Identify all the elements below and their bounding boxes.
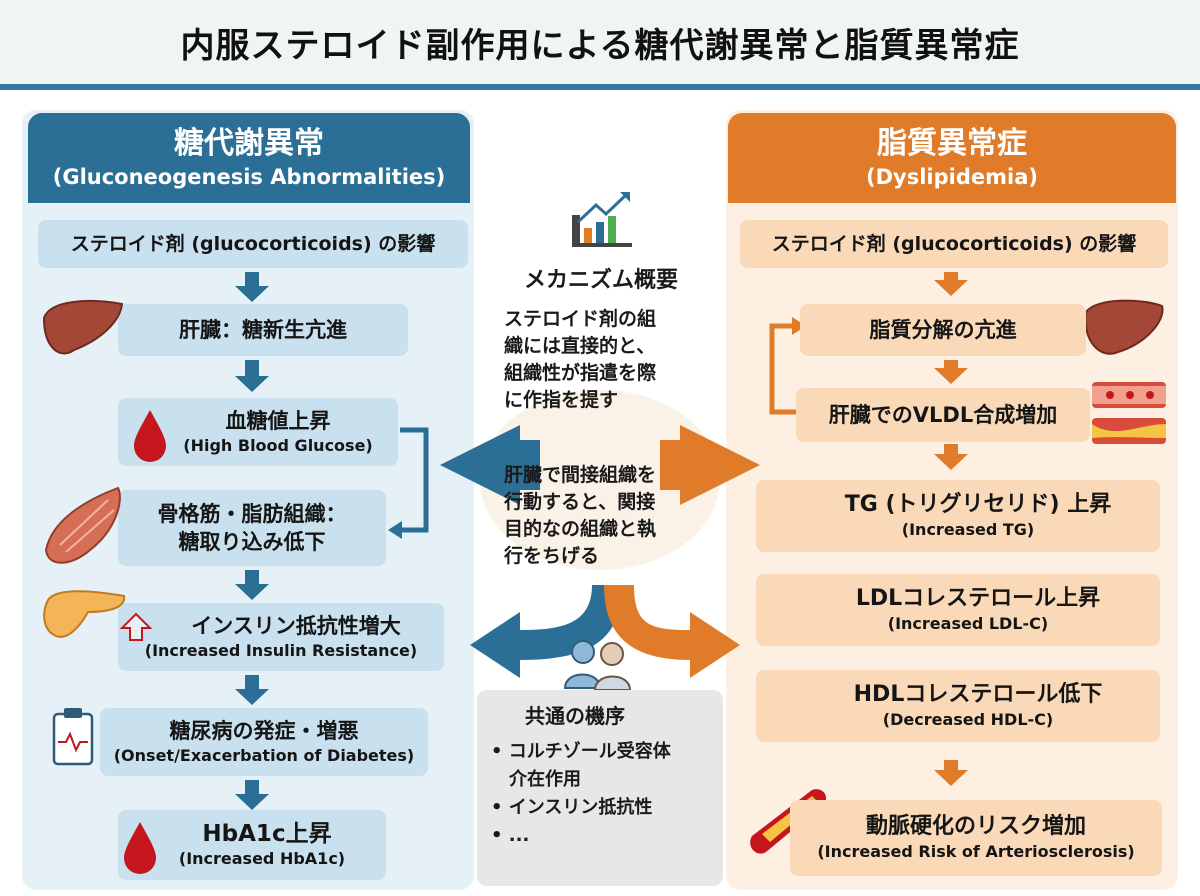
left-column-title: 糖代謝異常 (174, 126, 324, 161)
right-step-lipolysis: 脂質分解の亢進 (800, 304, 1086, 356)
down-arrow-icon (235, 780, 269, 810)
right-step-arteriosclerosis: 動脈硬化のリスク増加 (Increased Risk of Arterioscl… (790, 800, 1162, 876)
down-arrow-icon (235, 272, 269, 302)
right-step-steroid-label: ステロイド剤 (glucocorticoids) の影響 (771, 233, 1137, 255)
common-mechanism-title: 共通の機序 (525, 704, 625, 728)
list-item: • コルチゾール受容体 (491, 741, 671, 762)
right-step-steroid: ステロイド剤 (glucocorticoids) の影響 (740, 220, 1168, 268)
left-step-hba1c-sub: (Increased HbA1c) (178, 849, 346, 868)
right-column-subtitle: (Dyslipidemia) (866, 165, 1038, 189)
blood-vessel-icon (1092, 382, 1166, 444)
right-step-tg: TG (トリグリセリド) 上昇 (Increased TG) (756, 480, 1160, 552)
down-arrow-icon (934, 760, 968, 786)
right-arrow-head-icon (792, 317, 806, 335)
left-step-diabetes-sub: (Onset/Exacerbation of Diabetes) (113, 746, 415, 765)
mechanism-line: ステロイド剤の組 (504, 308, 657, 330)
liver-icon (1084, 299, 1164, 355)
left-step-hba1c-label: HbA1c上昇 (202, 821, 332, 847)
right-step-arteriosclerosis-sub: (Increased Risk of Arteriosclerosis) (817, 842, 1135, 861)
page-title: 内服ステロイド副作用による糖代謝異常と脂質異常症 (180, 25, 1020, 66)
muscle-icon (44, 486, 121, 564)
mechanism-overview: メカニズム概要 (486, 262, 716, 294)
left-step-diabetes: 糖尿病の発症・増悪 (Onset/Exacerbation of Diabete… (100, 708, 428, 776)
mechanism-line: 目的なの組織と執 (504, 518, 657, 540)
center-glow (480, 390, 720, 570)
blood-drop-icon (134, 410, 166, 462)
list-item: • ... (491, 825, 530, 846)
right-down-arrows (934, 272, 968, 786)
right-step-vldl: 肝臓でのVLDL合成増加 (796, 388, 1090, 442)
left-column-header: 糖代謝異常 (Gluconeogenesis Abnormalities) (28, 113, 470, 203)
right-step-hdl-sub: (Decreased HDL-C) (882, 710, 1054, 729)
mechanism-title: メカニズム概要 (523, 268, 678, 293)
mechanism-line: 組織性が指遣を際 (504, 362, 657, 384)
list-item: 介在作用 (509, 769, 581, 790)
left-step-liver: 肝臓：糖新生亢進 (118, 304, 408, 356)
center-right-arrow-lower-icon (604, 585, 740, 678)
right-step-ldl-label: LDLコレステロール上昇 (855, 586, 1101, 611)
left-step-muscle-label: 骨格筋・脂肪組織： (157, 502, 347, 526)
pancreas-icon (43, 590, 126, 638)
doctors-icon (563, 640, 632, 691)
right-step-hdl: HDLコレステロール低下 (Decreased HDL-C) (756, 670, 1160, 742)
left-step-diabetes-label: 糖尿病の発症・増悪 (169, 719, 359, 743)
list-item: • インスリン抵抗性 (491, 797, 653, 818)
left-step-blood-glucose-label: 血糖値上昇 (225, 409, 331, 433)
left-step-hba1c: HbA1c上昇 (Increased HbA1c) (118, 810, 386, 880)
left-column-subtitle: (Gluconeogenesis Abnormalities) (52, 165, 446, 189)
left-step-muscle: 骨格筋・脂肪組織： 糖取り込み低下 (118, 490, 386, 566)
mechanism-line: 織には直接的と、 (504, 335, 656, 357)
mechanism-line: 行動すると、関接 (504, 491, 656, 513)
right-step-tg-label: TG (トリグリセリド) 上昇 (844, 492, 1112, 517)
left-step-liver-label: 肝臓：糖新生亢進 (179, 318, 347, 342)
left-down-arrows (235, 272, 269, 810)
right-step-ldl: LDLコレステロール上昇 (Increased LDL-C) (756, 574, 1160, 646)
left-step-blood-glucose: 血糖値上昇 (High Blood Glucose) (118, 398, 398, 466)
page-header: 内服ステロイド副作用による糖代謝異常と脂質異常症 (0, 0, 1200, 90)
mechanism-line: 行をちげる (504, 545, 600, 567)
right-loop-connector (769, 323, 796, 415)
right-step-ldl-sub: (Increased LDL-C) (887, 614, 1049, 633)
right-column-header: 脂質異常症 (Dyslipidemia) (728, 113, 1176, 203)
liver-icon (42, 299, 124, 355)
mechanism-line: に作指を提す (504, 389, 619, 411)
right-step-tg-sub: (Increased TG) (901, 520, 1035, 539)
bar-chart-trend-icon (572, 192, 632, 247)
common-mechanism-box: 共通の機序 • コルチゾール受容体 介在作用 • インスリン抵抗性 • ... (477, 690, 723, 886)
mechanism-text-1: ステロイド剤の組 織には直接的と、 組織性が指遣を際 に作指を提す (504, 306, 714, 414)
left-arrow-head-icon (388, 521, 402, 539)
down-arrow-icon (235, 675, 269, 705)
right-step-lipolysis-label: 脂質分解の亢進 (869, 318, 1017, 342)
down-arrow-icon (235, 360, 269, 392)
right-column-title: 脂質異常症 (877, 126, 1027, 161)
right-step-arteriosclerosis-label: 動脈硬化のリスク増加 (865, 814, 1086, 839)
center-left-arrow-lower-icon (470, 585, 622, 678)
down-arrow-icon (934, 272, 968, 296)
center-left-arrow-upper-icon (440, 425, 540, 505)
left-bracket-connector (400, 427, 429, 533)
center-right-arrow-upper-icon (660, 425, 760, 505)
up-arrow-icon (119, 612, 153, 641)
left-step-blood-glucose-sub: (High Blood Glucose) (183, 436, 373, 455)
left-step-insulin: インスリン抵抗性増大 (Increased Insulin Resistance… (118, 603, 444, 671)
left-step-insulin-sub: (Increased Insulin Resistance) (144, 641, 418, 660)
left-step-insulin-label: インスリン抵抗性増大 (191, 614, 401, 638)
blood-drop-icon (124, 822, 156, 874)
clipboard-icon (52, 708, 94, 766)
down-arrow-icon (235, 570, 269, 600)
right-step-vldl-label: 肝臓でのVLDL合成増加 (828, 403, 1058, 427)
mechanism-text-2: 肝臓で間接組織を 行動すると、関接 目的なの組織と執 行をちげる (504, 462, 714, 570)
down-arrow-icon (934, 444, 968, 470)
common-mechanism-list: • コルチゾール受容体 介在作用 • インスリン抵抗性 • ... (491, 738, 709, 850)
mechanism-line: 肝臓で間接組織を (504, 464, 657, 486)
right-step-hdl-label: HDLコレステロール低下 (853, 682, 1103, 707)
left-step-steroid-label: ステロイド剤 (glucocorticoids) の影響 (70, 233, 436, 255)
down-arrow-icon (934, 360, 968, 384)
left-step-muscle-sub: 糖取り込み低下 (178, 530, 326, 554)
left-step-steroid: ステロイド剤 (glucocorticoids) の影響 (38, 220, 468, 268)
